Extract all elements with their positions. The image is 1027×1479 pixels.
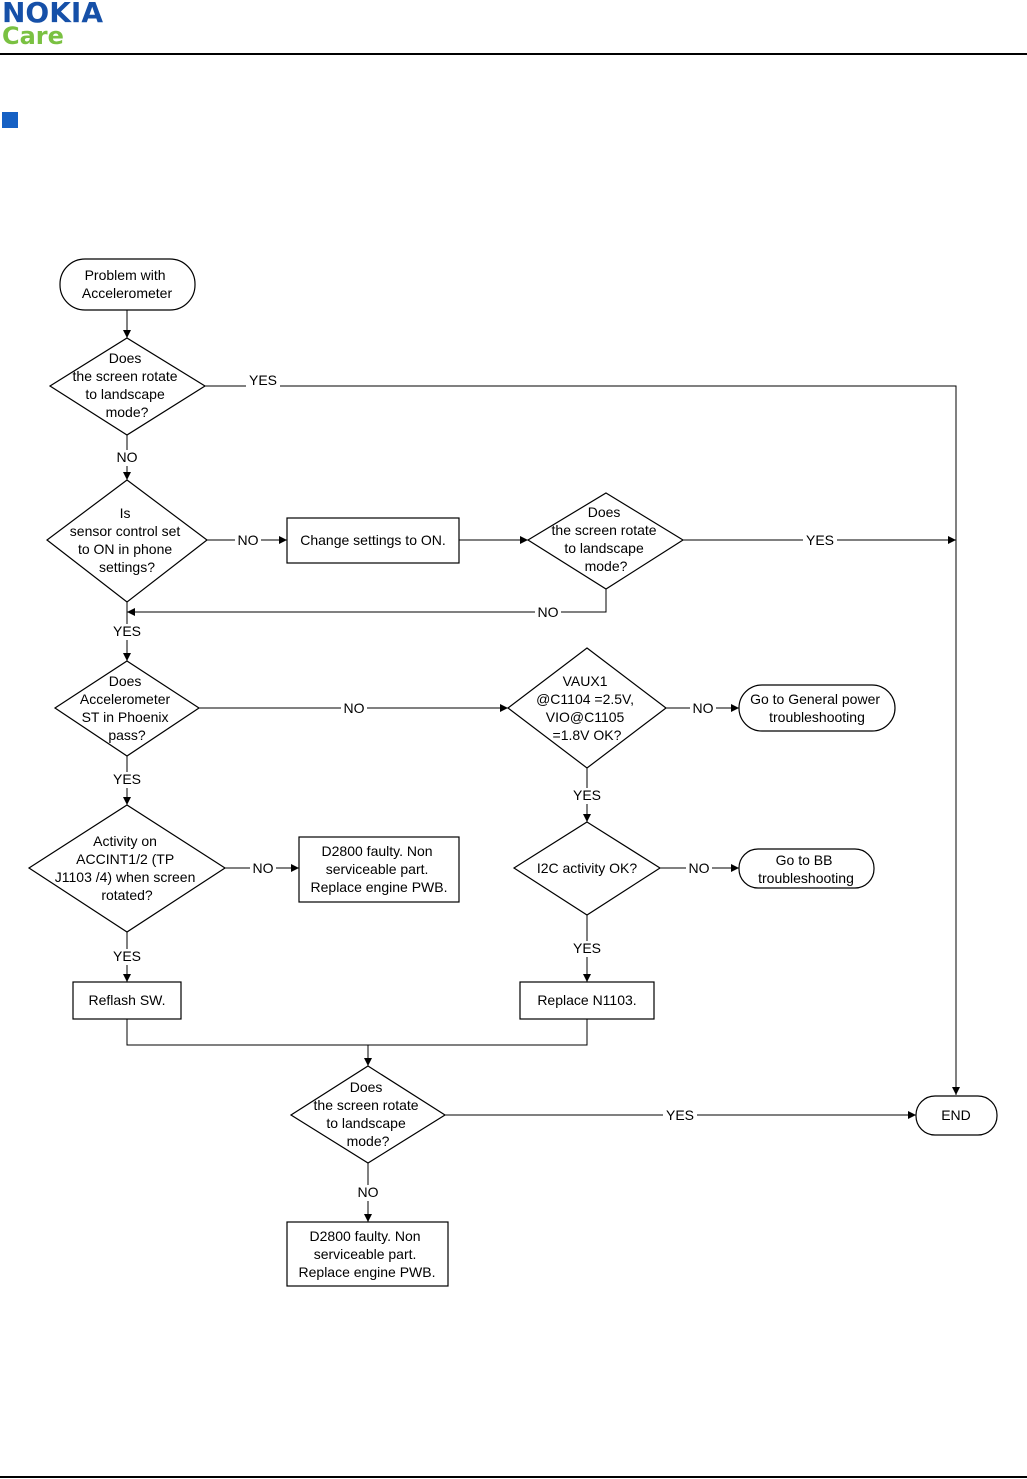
label-d7-yes: YES [573, 940, 601, 956]
d2800-b-text: D2800 faulty. Non serviceable part. Repl… [299, 1228, 436, 1280]
sub-brand-name: Care [2, 22, 64, 50]
terminator-end [915, 1095, 998, 1136]
decision-d7 [512, 821, 662, 916]
section-marker [2, 112, 18, 128]
decision-d3 [526, 492, 685, 590]
change-text: Change settings to ON. [300, 532, 446, 548]
label-d8-yes: YES [666, 1107, 694, 1123]
start-terminator [59, 258, 196, 311]
d4-text: Does Accelerometer ST in Phoenix pass? [80, 673, 174, 743]
label-d6-no: NO [253, 860, 274, 876]
connectors [123, 310, 960, 1222]
edge-d1-yes-end [205, 385, 960, 1095]
shapes [27, 258, 998, 1287]
d5-text: VAUX1 @C1104 =2.5V, VIO@C1105 =1.8V OK? [536, 673, 638, 743]
edge-d3-no-back [127, 589, 607, 616]
process-d2800-b [286, 1221, 449, 1287]
label-d8-no: NO [358, 1184, 379, 1200]
label-d5-yes: YES [573, 787, 601, 803]
process-change-settings [286, 517, 460, 564]
terminator-bb [738, 848, 875, 889]
general-power-text: Go to General power troubleshooting [750, 691, 884, 725]
d3-text: Does the screen rotate to landscape mode… [552, 504, 661, 574]
decision-d6 [27, 804, 227, 933]
header-rule [0, 53, 1027, 55]
label-d4-no: NO [344, 700, 365, 716]
edge-labels: YES NO NO YES NO YES NO NO YES YES NO NO… [110, 372, 837, 1201]
label-d2-no: NO [238, 532, 259, 548]
decision-d1 [48, 337, 207, 436]
replace-text: Replace N1103. [537, 992, 636, 1008]
label-d4-yes: YES [113, 771, 141, 787]
bb-text: Go to BB troubleshooting [758, 852, 854, 886]
d2-text: Is sensor control set to ON in phone set… [70, 505, 184, 575]
d1-text: Does the screen rotate to landscape mode… [73, 350, 182, 420]
brand-name: NOKIA [2, 0, 104, 29]
label-d1-yes: YES [249, 372, 277, 388]
decision-d8 [289, 1065, 447, 1164]
terminator-general-power [738, 684, 896, 732]
label-d3-no: NO [538, 604, 559, 620]
end-text: END [941, 1107, 971, 1123]
start-text: Problem with Accelerometer [82, 267, 173, 301]
node-texts: Problem with Accelerometer Does the scre… [55, 267, 971, 1280]
d8-text: Does the screen rotate to landscape mode… [314, 1079, 423, 1149]
d7-text: I2C activity OK? [537, 860, 638, 876]
label-d6-yes: YES [113, 948, 141, 964]
process-reflash [72, 981, 182, 1020]
edge-merge [126, 1019, 588, 1046]
reflash-text: Reflash SW. [88, 992, 165, 1008]
process-replace [519, 981, 655, 1020]
d6-text: Activity on ACCINT1/2 (TP J1103 /4) when… [55, 833, 200, 903]
footer-rule [0, 1476, 1027, 1478]
label-d2-yes: YES [113, 623, 141, 639]
process-d2800-a [298, 836, 460, 903]
label-d5-no: NO [693, 700, 714, 716]
label-d1-no: NO [117, 449, 138, 465]
d2800-a-text: D2800 faulty. Non serviceable part. Repl… [311, 843, 448, 895]
decision-d2 [46, 479, 208, 603]
nokia-care-logo: NOKIA Care [2, 0, 132, 52]
decision-d4 [53, 660, 201, 757]
label-d3-yes: YES [806, 532, 834, 548]
decision-d5 [507, 647, 667, 769]
label-d7-no: NO [689, 860, 710, 876]
